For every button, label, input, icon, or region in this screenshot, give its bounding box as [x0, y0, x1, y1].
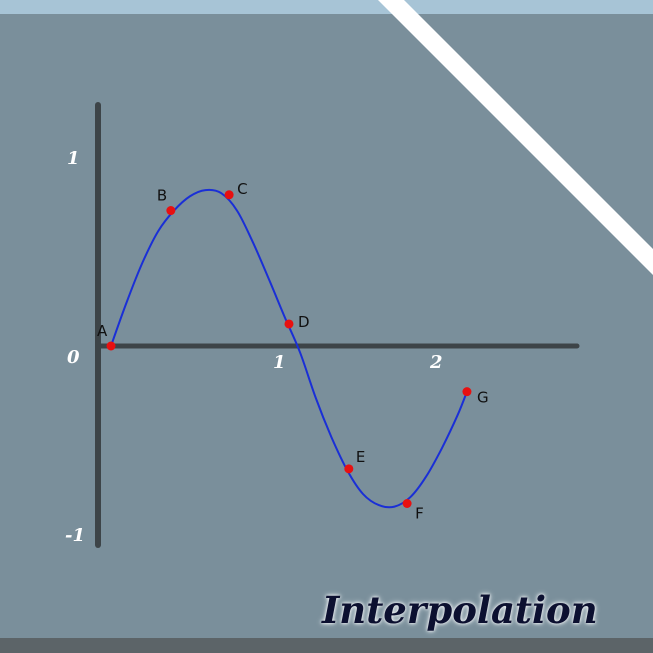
x-tick-label-1: 1: [273, 352, 286, 373]
point-label-f: F: [415, 505, 424, 523]
point-e: [344, 464, 354, 474]
point-b: [166, 206, 176, 216]
top-band: [0, 0, 653, 14]
chart-title: Interpolation: [322, 588, 598, 632]
point-label-c: C: [237, 180, 247, 198]
bottom-band: [0, 638, 653, 653]
y-tick-label-bottom: -1: [65, 525, 85, 546]
diagonal-stripe: [378, 0, 653, 275]
point-label-g: G: [477, 389, 489, 407]
x-tick-label-2: 2: [429, 352, 443, 373]
point-d: [284, 319, 294, 329]
point-label-d: D: [298, 313, 310, 331]
data-points: A B C D E F G: [97, 180, 489, 523]
origin-label: 0: [67, 347, 80, 368]
point-label-b: B: [157, 187, 167, 205]
point-label-a: A: [97, 322, 108, 340]
point-c: [224, 190, 234, 200]
point-a: [106, 341, 116, 351]
point-g: [462, 387, 472, 397]
point-f: [402, 499, 412, 508]
y-tick-label-top: 1: [67, 148, 80, 169]
point-label-e: E: [356, 448, 365, 466]
interpolation-curve: [110, 188, 468, 509]
